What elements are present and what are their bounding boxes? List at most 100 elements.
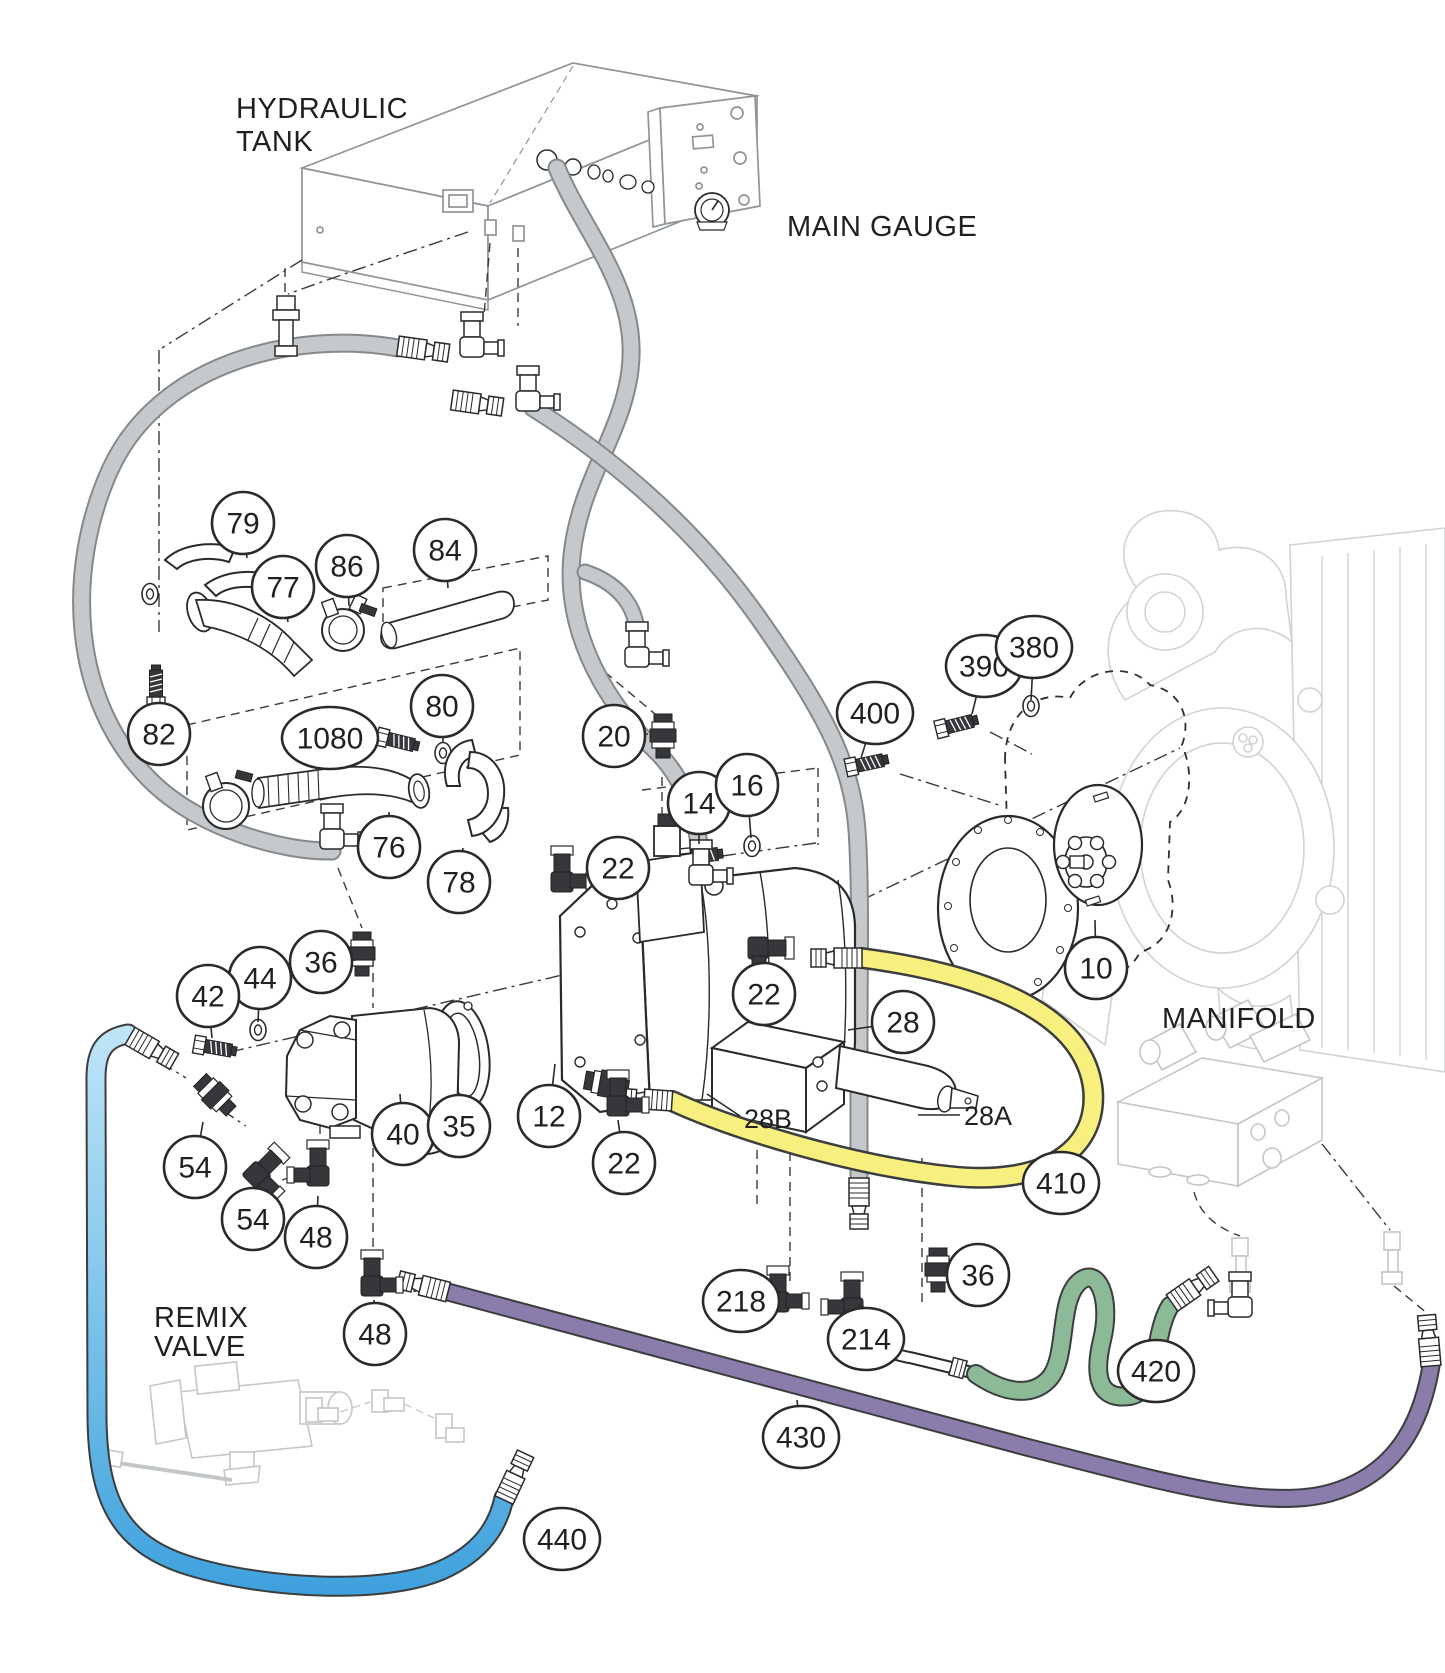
callout-20 [581, 703, 647, 769]
callout-86: 86 [330, 551, 363, 584]
callout-36 [288, 929, 354, 995]
callout-16 [714, 752, 780, 818]
callout-48: 48 [299, 1222, 332, 1255]
callout-84: 84 [428, 535, 461, 568]
callout-440 [522, 1506, 602, 1572]
callout-420: 420 [1131, 1356, 1181, 1389]
callout-78 [426, 849, 492, 915]
callout-82: 82 [142, 719, 175, 752]
callout-410 [1021, 1150, 1101, 1216]
callout-36 [945, 1242, 1011, 1308]
solenoid-28A [834, 1044, 979, 1113]
callout-214: 214 [841, 1324, 891, 1357]
tank-fittings [272, 295, 670, 668]
callout-42: 42 [191, 981, 224, 1014]
callout-82 [126, 701, 192, 767]
callout-42 [175, 963, 241, 1029]
callout-380 [994, 614, 1074, 680]
drive-coupling-10 [1052, 783, 1144, 907]
callout-84 [412, 517, 478, 583]
callout-35 [426, 1093, 492, 1159]
bolt-42 [191, 1034, 239, 1062]
callout-79: 79 [226, 508, 259, 541]
callout-16: 16 [730, 770, 763, 803]
callout-10 [1063, 935, 1129, 1001]
manifold-ghost [1115, 998, 1403, 1293]
callout-48 [342, 1301, 408, 1367]
callout-380: 380 [1009, 632, 1059, 665]
callout-44: 44 [243, 963, 276, 996]
callout-48 [283, 1204, 349, 1270]
callout-54: 54 [178, 1152, 211, 1185]
main-gauge-dial [694, 192, 730, 231]
callout-77: 77 [266, 572, 299, 605]
callout-36: 36 [304, 947, 337, 980]
flange-halves-78 [444, 738, 510, 844]
flywheel-plate [936, 814, 1080, 1002]
bolt-390 [933, 710, 981, 740]
bolt-82 [146, 664, 166, 709]
callout-1080: 1080 [297, 723, 364, 756]
callout-14: 14 [682, 788, 715, 821]
callout-12: 12 [532, 1101, 565, 1134]
manifold-label: MANIFOLD [1162, 1003, 1316, 1035]
callout-54 [220, 1186, 286, 1252]
hydraulic-tank-label-line1: HYDRAULIC [236, 93, 408, 125]
callout-80 [409, 673, 475, 739]
callout-40: 40 [386, 1119, 419, 1152]
washer-16 [743, 834, 761, 858]
callout-22 [585, 835, 651, 901]
callout-22 [731, 961, 797, 1027]
callout-430: 430 [776, 1422, 826, 1455]
callout-20: 20 [597, 721, 630, 754]
callout-12 [516, 1083, 582, 1149]
hydraulic-tank-label-line2: TANK [236, 126, 313, 158]
callout-28 [870, 989, 936, 1055]
hose-440-blue [85, 1023, 515, 1597]
remix-valve-label-line1: REMIX [154, 1302, 248, 1334]
corrugated-elbow-76 [202, 765, 431, 830]
callout-22 [591, 1130, 657, 1196]
callout-79 [210, 490, 276, 556]
callout-28: 28 [886, 1007, 919, 1040]
callout-218 [701, 1268, 781, 1334]
callout-36: 36 [961, 1260, 994, 1293]
washer-82 [141, 582, 159, 606]
bolt-400 [843, 749, 891, 778]
callout-430 [761, 1404, 841, 1470]
callout-76 [356, 814, 422, 880]
callout-48: 48 [358, 1319, 391, 1352]
label-28B: 28B [744, 1104, 792, 1134]
section-labels: HYDRAULIC TANK MAIN GAUGE MANIFOLD REMIX… [154, 93, 1316, 1363]
callout-22: 22 [747, 979, 780, 1012]
callout-410: 410 [1036, 1168, 1086, 1201]
clamp-86 [320, 593, 378, 652]
remix-valve-ghost [91, 1361, 465, 1486]
callout-35: 35 [442, 1111, 475, 1144]
callout-22: 22 [601, 853, 634, 886]
bolt-1080 [374, 726, 422, 756]
callout-420 [1116, 1338, 1196, 1404]
label-28A: 28A [964, 1101, 1012, 1131]
valve-block-28 [709, 1020, 979, 1134]
callout-400: 400 [850, 698, 900, 731]
hose-430-purple [438, 1282, 1441, 1508]
washer-44 [249, 1018, 267, 1042]
callout-214 [826, 1306, 906, 1372]
elbow-tube-77 [186, 591, 314, 678]
remix-valve-label-line2: VALVE [154, 1331, 246, 1363]
callout-54: 54 [236, 1204, 269, 1237]
steel-tube-84 [380, 590, 515, 650]
main-gauge-label: MAIN GAUGE [787, 211, 977, 243]
engine-ghost [1041, 509, 1445, 1073]
callout-22: 22 [607, 1148, 640, 1181]
callout-78: 78 [442, 867, 475, 900]
callout-76: 76 [372, 832, 405, 865]
dashed-guides [158, 231, 1429, 1315]
callout-86 [314, 533, 380, 599]
callout-218: 218 [716, 1286, 766, 1319]
callout-440: 440 [537, 1524, 587, 1557]
callout-54 [162, 1134, 228, 1200]
callout-10: 10 [1079, 953, 1112, 986]
hydraulic-tank [298, 62, 761, 311]
